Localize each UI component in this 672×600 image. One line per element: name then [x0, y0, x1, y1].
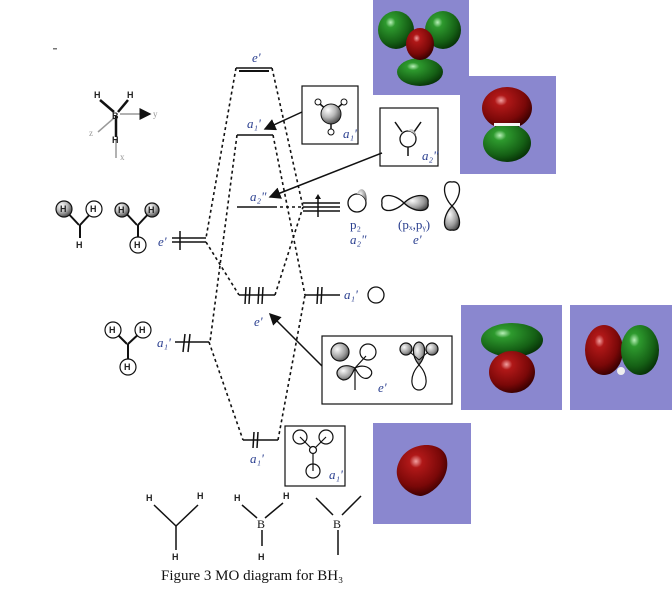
- ligand-sal-a1-prime: H H H a₁': [104, 321, 209, 376]
- atom-h: H: [146, 493, 153, 503]
- s-orbital-icon: [367, 286, 385, 304]
- atom-h: H: [127, 90, 134, 100]
- atom-h: H: [118, 205, 125, 215]
- mo-label-e-prime-bonding: e': [254, 314, 263, 329]
- boron-ao-p: p₂ a₂" (pₓ,pᵧ) e': [303, 181, 461, 247]
- atom-h: H: [197, 491, 204, 501]
- atom-h: H: [148, 205, 155, 215]
- px-orbital-icon: [381, 194, 429, 212]
- atom-b: B: [257, 517, 265, 531]
- pxpy-sym: e': [413, 232, 422, 247]
- mo-label-a2-double-prime: a₂": [250, 189, 267, 204]
- atom-h: H: [258, 552, 265, 562]
- figure-caption: Figure 3 MO diagram for BH₃: [161, 568, 343, 584]
- atom-h: H: [139, 325, 146, 335]
- s-sym: a₁': [344, 287, 358, 302]
- stray-mark: [53, 48, 57, 50]
- atom-h: H: [109, 325, 116, 335]
- bottom-structure-bh3: H H B H: [234, 491, 290, 562]
- callout-e-prime-bonding: e': [321, 335, 453, 405]
- atom-h: H: [76, 240, 83, 250]
- bottom-structure-h3: H H H: [146, 491, 204, 562]
- callout-sym: a₁': [343, 126, 357, 141]
- pz-label: p₂: [350, 217, 361, 232]
- axis-label-z: z: [89, 128, 93, 138]
- callout-sym: a₁': [329, 467, 343, 482]
- callout-arrow: [263, 111, 303, 131]
- axis-label-x: x: [120, 152, 125, 162]
- mo-label-e-prime-antibonding: e': [252, 50, 261, 65]
- bottom-structure-b-skeleton: B: [315, 495, 362, 555]
- ligand-sal-e-prime: H H H H H H e': [55, 200, 206, 254]
- callout-arrow: [268, 312, 323, 367]
- orbital-render-a2-double-prime: [460, 76, 556, 174]
- mo-label-a1-prime-bonding: a₁': [250, 451, 264, 466]
- boron-ao-s: a₁': [305, 286, 385, 305]
- axis-label-y: y: [153, 109, 158, 119]
- axis-legend: H H B H y z x: [89, 90, 158, 162]
- callout-a1-prime-antibonding: a₁': [301, 85, 359, 145]
- mo-levels: e' a₁' a₂" e' a₁': [236, 50, 278, 466]
- correlation-lines: [205, 67, 306, 441]
- atom-h: H: [90, 204, 97, 214]
- atom-h: H: [283, 491, 290, 501]
- callout-a1-prime-bonding: a₁': [284, 425, 346, 487]
- orbital-render-e-prime-bonding-1: [461, 305, 562, 410]
- sym-label-a1-prime: a₁': [157, 335, 171, 350]
- pz-sym: a₂": [350, 232, 367, 247]
- atom-h: H: [234, 493, 241, 503]
- atom-h: H: [112, 135, 119, 145]
- callout-a2-double-prime: a₂": [379, 107, 439, 167]
- atom-h: H: [134, 240, 141, 250]
- pz-orbital-icon: [347, 193, 367, 213]
- atom-h: H: [124, 362, 131, 372]
- atom-h: H: [172, 552, 179, 562]
- py-orbital-icon: [443, 181, 461, 231]
- atom-h: H: [94, 90, 101, 100]
- mo-label-a1-prime-antibonding: a₁': [247, 116, 261, 131]
- atom-b: B: [333, 517, 341, 531]
- atom-b: B: [112, 111, 119, 121]
- sym-label-e-prime: e': [158, 234, 167, 249]
- callout-sym: a₂": [422, 148, 439, 163]
- orbital-render-e-prime-bonding-2: [570, 305, 672, 410]
- atom-h: H: [60, 204, 67, 214]
- orbital-render-e-prime-antibonding: [373, 0, 469, 95]
- orbital-render-a1-prime-bonding: [373, 423, 471, 524]
- callout-arrow: [268, 152, 383, 199]
- pxpy-label: (pₓ,pᵧ): [398, 217, 430, 233]
- callout-sym: e': [378, 380, 387, 395]
